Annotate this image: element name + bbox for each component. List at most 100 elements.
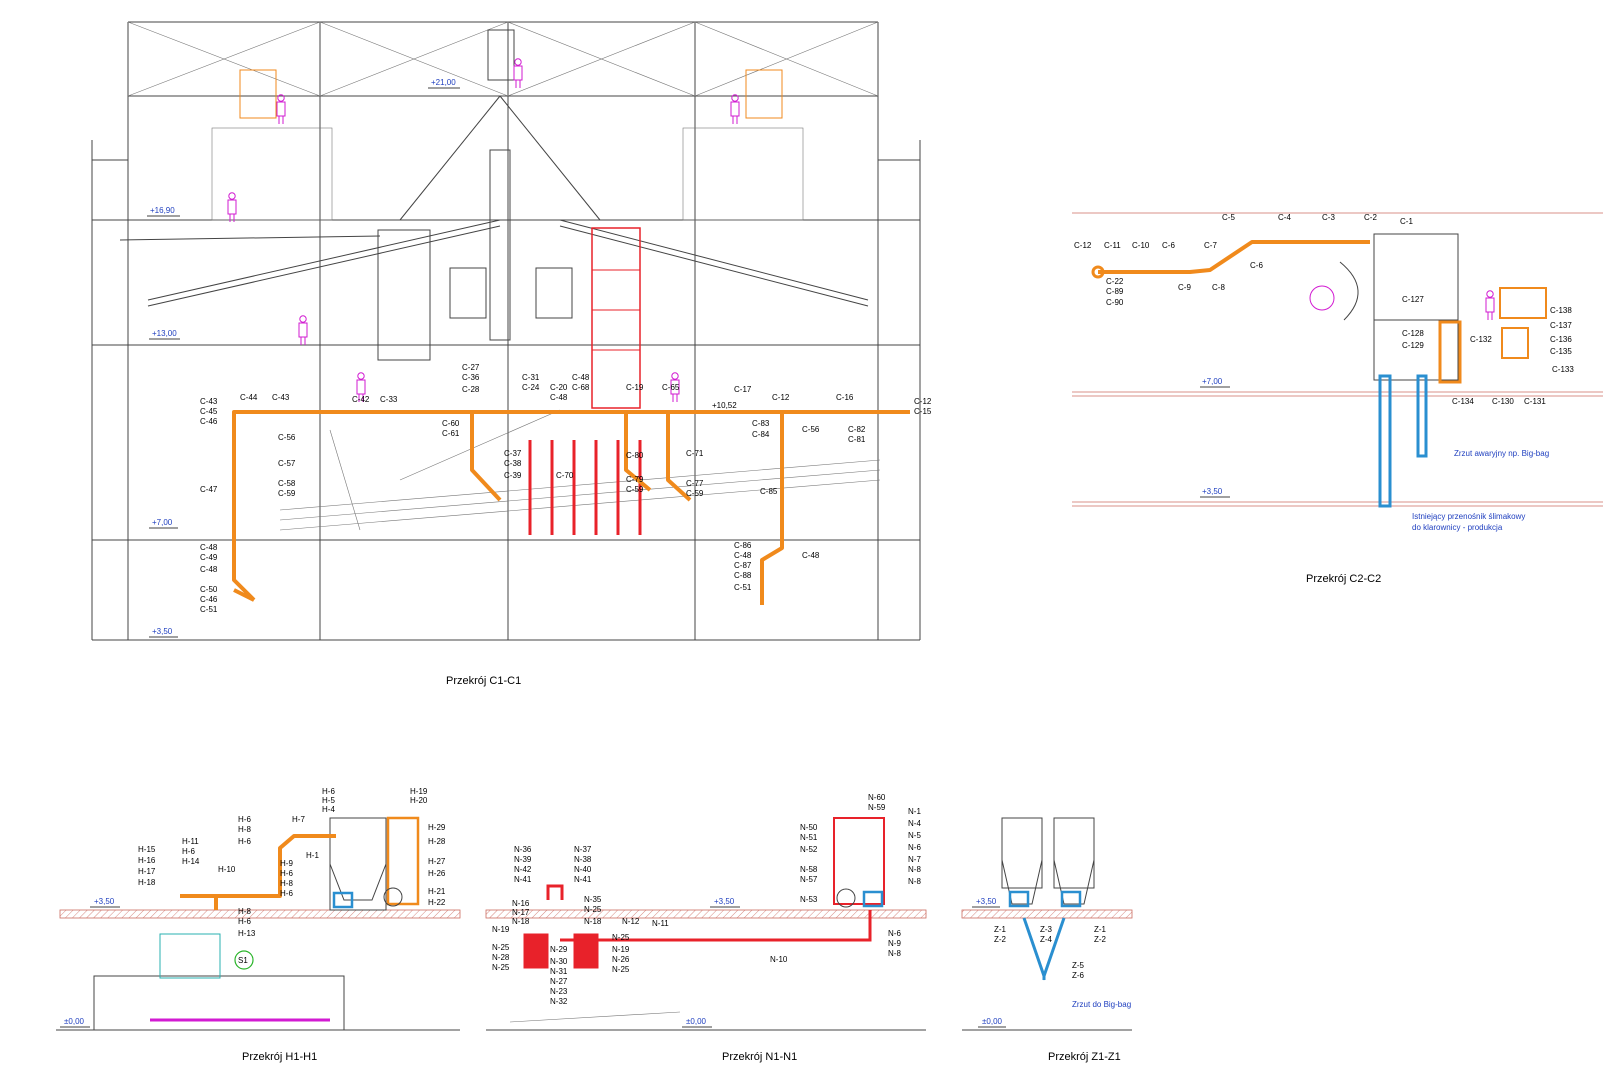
c2-machine <box>1373 233 1459 321</box>
svg-text:C-17: C-17 <box>734 385 752 394</box>
svg-text:±0,00: ±0,00 <box>64 1017 85 1026</box>
svg-text:C-6: C-6 <box>1162 241 1175 250</box>
svg-text:N-12: N-12 <box>622 917 640 926</box>
svg-text:C-15: C-15 <box>914 407 932 416</box>
h1-orange-duct <box>214 834 336 910</box>
svg-text:H-21: H-21 <box>428 887 446 896</box>
svg-text:C-12: C-12 <box>914 397 932 406</box>
svg-text:N-27: N-27 <box>550 977 568 986</box>
svg-text:C-12: C-12 <box>772 393 790 402</box>
svg-text:Z-1: Z-1 <box>1094 925 1107 934</box>
section-h1: S1 +3,50 ±0,00 H-6 H-5 H-4 H-19 H-20 H-6… <box>56 787 461 1063</box>
svg-text:N-4: N-4 <box>908 819 921 828</box>
svg-text:N-18: N-18 <box>512 917 530 926</box>
svg-text:H-27: H-27 <box>428 857 446 866</box>
c1-level-markers: +21,00 +16,90 +13,00 +7,00 +3,50 +10,52 <box>147 78 737 638</box>
svg-text:N-9: N-9 <box>888 939 901 948</box>
svg-text:N-8: N-8 <box>888 949 901 958</box>
svg-text:C-12: C-12 <box>1074 241 1092 250</box>
svg-text:N-5: N-5 <box>908 831 921 840</box>
c1-orange-ducts <box>232 410 910 605</box>
svg-text:C-19: C-19 <box>626 383 644 392</box>
svg-text:N-26: N-26 <box>612 955 630 964</box>
svg-text:H-13: H-13 <box>238 929 256 938</box>
svg-text:N-37: N-37 <box>574 845 592 854</box>
svg-text:N-25: N-25 <box>584 905 602 914</box>
svg-text:C-132: C-132 <box>1470 335 1492 344</box>
svg-text:C-83: C-83 <box>752 419 770 428</box>
c1-level-1052: +10,52 <box>712 401 737 410</box>
svg-text:C-7: C-7 <box>1204 241 1217 250</box>
c2-note-screw-1: Istniejący przenośnik ślimakowy <box>1412 512 1525 521</box>
svg-text:N-59: N-59 <box>868 803 886 812</box>
svg-text:N-19: N-19 <box>612 945 630 954</box>
svg-text:C-28: C-28 <box>462 385 480 394</box>
section-n1: +3,50 ±0,00 N-36 N-39 N-42 N-41 N-37 N-3… <box>485 793 927 1063</box>
section-c1: +21,00 +16,90 +13,00 +7,00 +3,50 +10,52 … <box>91 21 932 687</box>
svg-text:C-59: C-59 <box>278 489 296 498</box>
h1-machine <box>93 975 345 1031</box>
svg-text:C-59: C-59 <box>626 485 644 494</box>
c1-title: Przekrój C1-C1 <box>446 675 521 687</box>
svg-text:H-20: H-20 <box>410 796 428 805</box>
svg-text:N-16: N-16 <box>512 899 530 908</box>
c1-red-equipment <box>528 227 642 535</box>
svg-text:H-7: H-7 <box>292 815 305 824</box>
svg-text:+3,50: +3,50 <box>1202 487 1223 496</box>
svg-text:H-6: H-6 <box>238 815 251 824</box>
svg-text:H-6: H-6 <box>238 837 251 846</box>
z1-labels: Z-1 Z-2 Z-3 Z-4 Z-1 Z-2 Z-5 Z-6 <box>994 925 1107 980</box>
svg-text:N-51: N-51 <box>800 833 818 842</box>
svg-text:+7,00: +7,00 <box>1202 377 1223 386</box>
svg-text:N-41: N-41 <box>514 875 532 884</box>
svg-text:C-135: C-135 <box>1550 347 1572 356</box>
n1-red-duct <box>546 884 564 900</box>
svg-text:C-39: C-39 <box>504 471 522 480</box>
svg-text:N-42: N-42 <box>514 865 532 874</box>
svg-text:C-68: C-68 <box>572 383 590 392</box>
svg-text:N-50: N-50 <box>800 823 818 832</box>
svg-text:C-59: C-59 <box>686 489 704 498</box>
svg-text:C-4: C-4 <box>1278 213 1291 222</box>
svg-text:C-11: C-11 <box>1104 241 1121 250</box>
svg-text:H-19: H-19 <box>410 787 428 796</box>
svg-text:C-22: C-22 <box>1106 277 1124 286</box>
svg-text:Z-5: Z-5 <box>1072 961 1085 970</box>
svg-text:H-4: H-4 <box>322 805 335 814</box>
svg-text:Z-3: Z-3 <box>1040 925 1053 934</box>
svg-text:C-89: C-89 <box>1106 287 1124 296</box>
h1-marker-s1: S1 <box>238 956 248 965</box>
svg-text:C-48: C-48 <box>734 551 752 560</box>
c1-level-1690: +16,90 <box>150 206 175 215</box>
svg-text:C-48: C-48 <box>200 565 218 574</box>
svg-text:C-38: C-38 <box>504 459 522 468</box>
svg-text:C-48: C-48 <box>572 373 590 382</box>
c1-building-frame <box>91 21 921 641</box>
svg-text:C-133: C-133 <box>1552 365 1574 374</box>
c1-level-350: +3,50 <box>152 627 173 636</box>
svg-text:N-25: N-25 <box>612 933 630 942</box>
svg-text:N-53: N-53 <box>800 895 818 904</box>
svg-text:H-6: H-6 <box>238 917 251 926</box>
svg-text:H-5: H-5 <box>322 796 335 805</box>
svg-text:N-35: N-35 <box>584 895 602 904</box>
svg-text:C-77: C-77 <box>686 479 704 488</box>
svg-text:C-20: C-20 <box>550 383 568 392</box>
svg-text:N-23: N-23 <box>550 987 568 996</box>
z1-filter-left <box>1001 817 1043 889</box>
svg-text:N-8: N-8 <box>908 877 921 886</box>
svg-text:N-36: N-36 <box>514 845 532 854</box>
svg-text:C-27: C-27 <box>462 363 480 372</box>
svg-text:C-86: C-86 <box>734 541 752 550</box>
svg-text:C-136: C-136 <box>1550 335 1572 344</box>
svg-text:C-36: C-36 <box>462 373 480 382</box>
svg-text:H-6: H-6 <box>280 889 293 898</box>
svg-text:C-48: C-48 <box>200 543 218 552</box>
h1-labels: H-6 H-5 H-4 H-19 H-20 H-6 H-8 H-6 H-7 H-… <box>138 787 446 938</box>
svg-text:C-129: C-129 <box>1402 341 1424 350</box>
svg-text:C-16: C-16 <box>836 393 854 402</box>
c2-blue-chute-right <box>1416 374 1428 458</box>
svg-text:N-19: N-19 <box>492 925 510 934</box>
svg-text:Z-6: Z-6 <box>1072 971 1085 980</box>
